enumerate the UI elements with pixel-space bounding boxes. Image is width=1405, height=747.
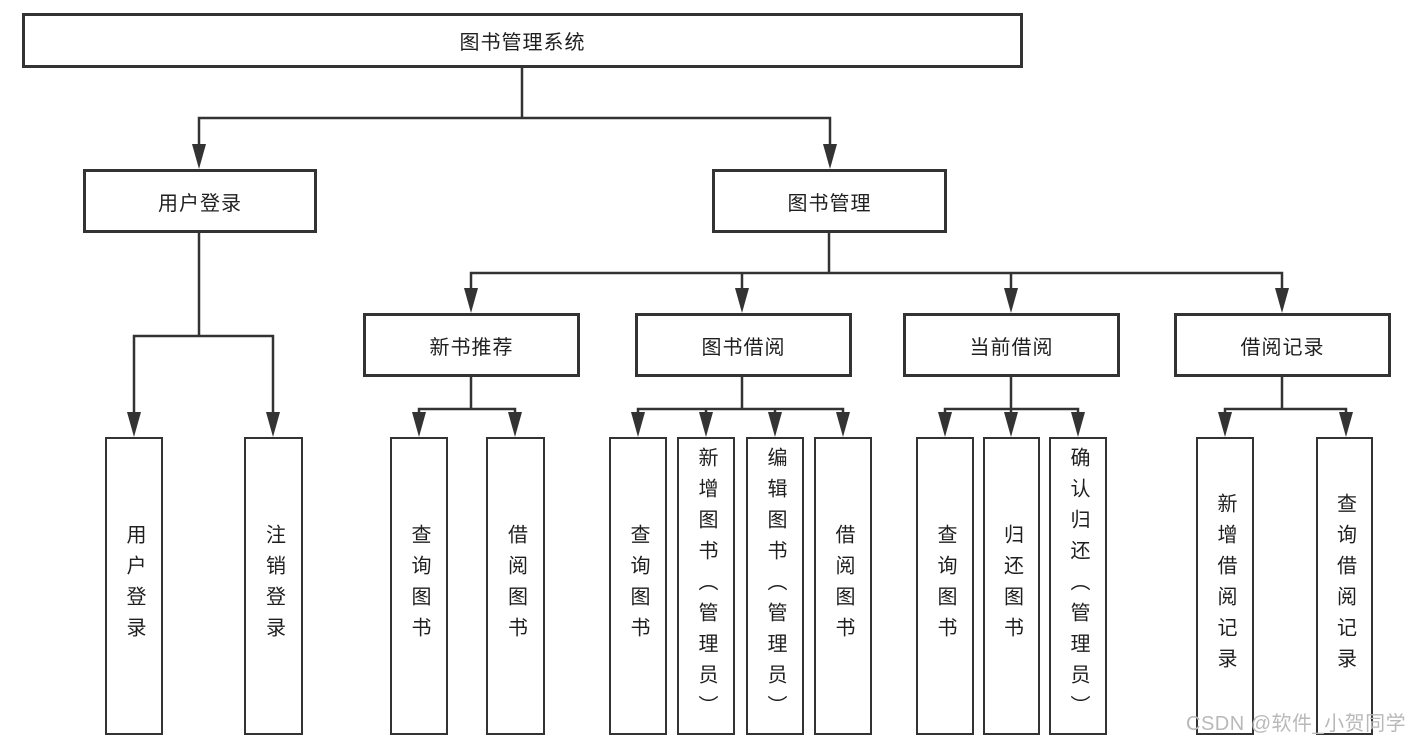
leaf-newbook-borrow-books: 借阅图书 <box>486 437 545 735</box>
leaf-borrow-edit-books-admin: 编辑图书（管理员） <box>746 437 804 735</box>
node-label: 新增图书（管理员） <box>695 446 717 726</box>
node-label: 图书管理系统 <box>459 32 586 54</box>
leaf-records-query-record: 查询借阅记录 <box>1316 437 1373 735</box>
node-label: 用户登录 <box>158 192 242 215</box>
leaf-borrow-borrow-books: 借阅图书 <box>814 437 872 735</box>
leaf-borrow-query-books: 查询图书 <box>609 437 667 735</box>
node-label: 借阅记录 <box>1240 336 1325 359</box>
node-new-book-recommend: 新书推荐 <box>363 313 580 377</box>
node-label: 图书借阅 <box>701 336 786 359</box>
node-label: 查询借阅记录 <box>1333 493 1356 679</box>
node-label: 新书推荐 <box>429 336 514 359</box>
node-label: 查询图书 <box>627 524 649 648</box>
node-label: 编辑图书（管理员） <box>764 446 786 726</box>
leaf-logout: 注销登录 <box>244 437 303 735</box>
node-label: 借阅图书 <box>504 524 527 648</box>
node-label: 注销登录 <box>262 524 285 648</box>
node-label: 当前借阅 <box>969 336 1054 359</box>
node-book-borrow: 图书借阅 <box>635 313 852 377</box>
node-current-borrow: 当前借阅 <box>903 313 1120 377</box>
leaf-user-login: 用户登录 <box>105 437 163 735</box>
node-label: 借阅图书 <box>832 524 854 648</box>
watermark: CSDN @软件_小贺同学 <box>1186 713 1405 735</box>
node-label: 确认归还（管理员） <box>1067 446 1089 726</box>
node-label: 查询图书 <box>934 524 956 648</box>
node-root-system: 图书管理系统 <box>22 13 1023 68</box>
arrowheads <box>127 144 1353 437</box>
node-label: 新增借阅记录 <box>1214 493 1236 679</box>
node-label: 查询图书 <box>408 524 430 648</box>
node-book-management: 图书管理 <box>712 169 947 233</box>
node-label: 图书管理 <box>787 192 872 215</box>
leaf-current-return-books: 归还图书 <box>983 437 1040 735</box>
node-borrow-records: 借阅记录 <box>1174 313 1391 377</box>
leaf-borrow-add-books-admin: 新增图书（管理员） <box>677 437 735 735</box>
node-user-login: 用户登录 <box>83 169 317 233</box>
leaf-records-add-record: 新增借阅记录 <box>1196 437 1254 735</box>
leaf-current-query-books: 查询图书 <box>916 437 974 735</box>
leaf-current-confirm-return-admin: 确认归还（管理员） <box>1049 437 1107 735</box>
node-label: 归还图书 <box>1000 524 1023 648</box>
node-label: 用户登录 <box>123 524 145 648</box>
leaf-newbook-query-books: 查询图书 <box>390 437 448 735</box>
